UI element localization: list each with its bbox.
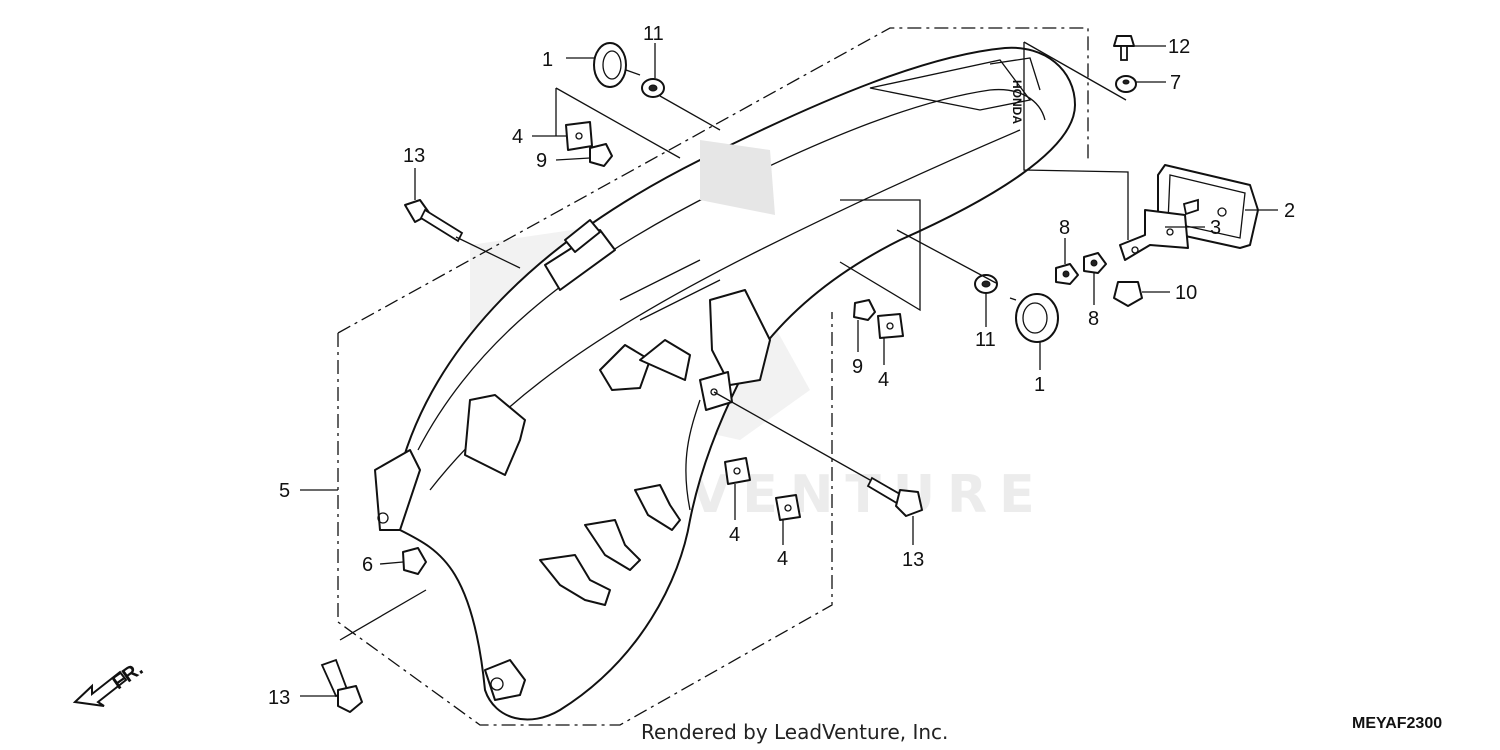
- fender-mount-clip: [699, 371, 733, 411]
- front-direction-arrow: FR.: [72, 658, 147, 707]
- diagram-code: MEYAF2300: [1352, 715, 1442, 732]
- nut-9-middle[interactable]: [853, 299, 876, 321]
- part-label-10: 10: [1175, 282, 1197, 304]
- rubber-grommet-1-top[interactable]: [593, 42, 641, 88]
- assembly-outline: [337, 27, 1089, 726]
- clip-4-top[interactable]: [565, 121, 593, 151]
- clip-4-lower-right[interactable]: [775, 494, 801, 521]
- part-label-3: 3: [1210, 217, 1221, 239]
- part-label-13-bottom: 13: [268, 687, 290, 709]
- part-label-4-top: 4: [512, 126, 523, 148]
- part-label-6: 6: [362, 554, 373, 576]
- leader-lines: [300, 41, 1278, 697]
- part-label-4-middle: 4: [878, 369, 889, 391]
- part-label-8-right: 8: [1088, 308, 1099, 330]
- bolt-13-middle[interactable]: [866, 476, 923, 517]
- part-number-labels: 1 11 12 7 4 9 13 2 3 10 8 8 11 1 9 4 5 4…: [268, 23, 1295, 709]
- part-label-4-lower-left: 4: [729, 524, 740, 546]
- part-label-4-lower-right: 4: [777, 548, 788, 570]
- bolt-12[interactable]: [1113, 35, 1135, 61]
- washer-11-right[interactable]: [974, 274, 998, 294]
- nut-8-right[interactable]: [1083, 252, 1107, 274]
- part-label-8-left: 8: [1059, 217, 1070, 239]
- part-label-1-top: 1: [542, 49, 553, 71]
- nut-8-left[interactable]: [1055, 263, 1079, 285]
- rubber-grommet-1-right[interactable]: [1009, 293, 1059, 343]
- nut-7[interactable]: [1115, 75, 1137, 93]
- part-label-11-right: 11: [975, 329, 996, 351]
- nut-10[interactable]: [1113, 281, 1143, 307]
- bolt-13-top[interactable]: [404, 199, 464, 243]
- credit-text: Rendered by LeadVenture, Inc.: [641, 720, 948, 744]
- part-label-9-top: 9: [536, 150, 547, 172]
- part-label-13-middle: 13: [902, 549, 924, 571]
- part-label-9-middle: 9: [852, 356, 863, 378]
- nut-9-top[interactable]: [589, 143, 613, 167]
- part-label-1-right: 1: [1034, 374, 1045, 396]
- rear-fender[interactable]: [374, 46, 1076, 721]
- clip-4-lower-left[interactable]: [724, 457, 751, 485]
- nut-6[interactable]: [402, 547, 427, 575]
- part-label-7: 7: [1170, 72, 1181, 94]
- fender-honda-logo: HONDA: [1010, 80, 1024, 124]
- part-label-5: 5: [279, 480, 290, 502]
- clip-4-middle[interactable]: [877, 313, 904, 339]
- part-label-13-top: 13: [403, 145, 425, 167]
- bracket-3[interactable]: [1119, 209, 1189, 261]
- part-label-2: 2: [1284, 200, 1295, 222]
- bolt-13-bottom[interactable]: [320, 658, 363, 713]
- part-label-12: 12: [1168, 36, 1190, 58]
- part-label-11-top: 11: [643, 23, 664, 45]
- washer-11-top[interactable]: [641, 78, 665, 98]
- shading-patch-top: [700, 140, 775, 215]
